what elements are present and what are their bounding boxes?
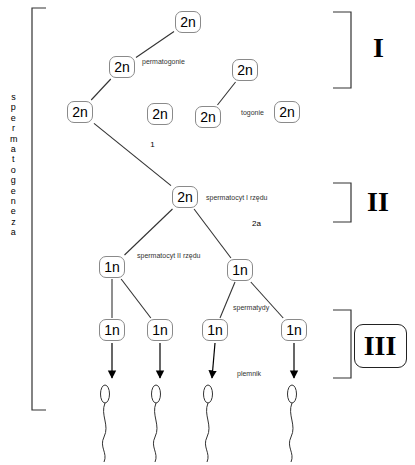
ploidy-label: 2n [279, 104, 295, 120]
ploidy-label: 1n [104, 322, 120, 338]
cell-box: 2n [175, 11, 201, 33]
ploidy-label: 2n [177, 189, 193, 205]
cell-name: spermatydy [232, 304, 270, 312]
cell-box: 2n [109, 56, 135, 78]
cell-box: 1n [99, 256, 125, 278]
stage-number: I [372, 32, 385, 64]
ploidy-label: 2n [200, 109, 216, 125]
lineage-line [91, 79, 111, 100]
lineage-line [217, 82, 235, 105]
ploidy-label: 2n [180, 14, 196, 30]
ploidy-label: 1n [207, 322, 223, 338]
cell-name: togonie [240, 109, 265, 117]
cell-box: 1n [227, 259, 253, 281]
cell-box: 2n [274, 101, 300, 123]
lineage-line [136, 32, 174, 58]
bracket [333, 183, 351, 222]
ploidy-label: 2n [237, 62, 253, 78]
cell-box: 1n [202, 319, 228, 341]
cell-box: 2n [172, 186, 198, 208]
cell-box: 1n [281, 319, 307, 341]
sperm-cells [101, 385, 297, 462]
lineage-line [220, 282, 235, 318]
sperm-arrows [112, 343, 294, 378]
lineage-line [121, 279, 151, 318]
ploidy-label: 1n [232, 262, 248, 278]
stage-number-box: III [354, 324, 407, 368]
ploidy-label: 2n [114, 59, 130, 75]
lineage-line [111, 279, 112, 318]
ploidy-label: 1n [152, 322, 168, 338]
bracket [32, 8, 46, 410]
stage-number: II [366, 186, 390, 218]
cell-box: 2n [232, 59, 258, 81]
ploidy-label: 2n [72, 104, 88, 120]
ploidy-label: 1n [104, 259, 120, 275]
lineage-line [251, 282, 283, 318]
bracket [333, 310, 351, 378]
lineage-line [194, 209, 231, 258]
cell-box: 2n [147, 103, 173, 125]
cell-box: 1n [99, 319, 125, 341]
lineage-line [125, 209, 173, 255]
edge-label: 2a [251, 219, 262, 228]
edge-label: 1 [149, 140, 155, 149]
ploidy-label: III [364, 331, 397, 361]
bracket [333, 12, 351, 88]
cell-box: 1n [147, 319, 173, 341]
cell-box: 2n [67, 101, 93, 123]
lineage-line [94, 123, 171, 185]
cell-box: 2n [195, 106, 221, 128]
ploidy-label: 1n [286, 322, 302, 338]
cell-name: spermatocyt I rzędu [205, 194, 268, 202]
cell-name: spermatocyt II rzędu [136, 252, 201, 260]
side-title: spermatogeneza [9, 92, 18, 238]
cell-name: permatogonie [141, 58, 186, 66]
cell-name: plemnik [236, 370, 262, 378]
ploidy-label: 2n [152, 106, 168, 122]
